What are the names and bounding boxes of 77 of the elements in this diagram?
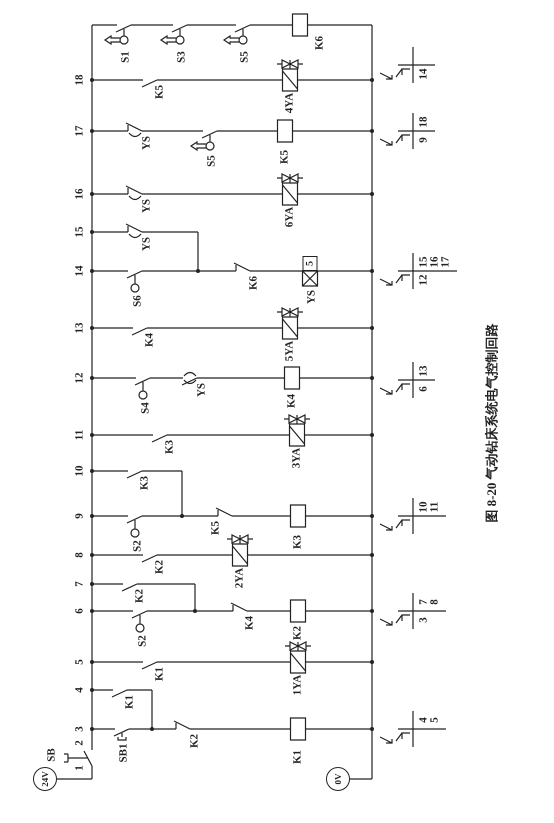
contact-number: 15 [418,256,430,268]
wire-number: 14 [74,266,86,276]
component-label: K5 [154,84,166,100]
component-label: K5 [280,150,290,164]
wire-number: 17 [74,126,86,136]
contact-number: 8 [430,599,440,605]
supply-terminal: 24V [33,767,57,791]
component-label: YS [142,236,152,252]
contact-number: 7 [418,599,430,605]
component-label: K1 [154,666,166,682]
figure-caption: 图 8-20 气动钻床系统电气控制回路 [483,323,500,523]
component-label: K2 [134,588,146,604]
component-label: 1YA [292,674,304,696]
component-label: 5YA [284,340,296,362]
contact-number: 9 [418,137,430,143]
component-label: SB1 [118,744,130,762]
wire-number: 4 [74,687,86,693]
wire-number: 12 [74,372,86,384]
component-label: K2 [190,734,200,748]
contact-number: 14 [418,68,430,80]
wire-number: 18 [74,74,86,86]
component-label: S2 [138,635,148,647]
contact-number: 17 [440,256,452,268]
contact-number: 3 [418,617,430,623]
wire-number: 1 [74,765,86,771]
component-label: 6YA [284,206,296,228]
component-label: K4 [244,616,256,630]
contact-number: 18 [418,116,430,128]
contact-number: 5 [430,717,440,723]
component-label: K4 [144,332,156,348]
wire-number: 10 [74,466,86,476]
component-label: K2 [292,626,304,640]
wire-number: 15 [74,226,86,238]
component-label: 3YA [292,448,302,468]
wire-number: 7 [74,581,86,587]
wire-number: 13 [74,322,86,334]
wire-number: 2 [74,740,86,746]
contact-number: 10 [418,502,430,512]
component-label: YS [142,136,152,150]
supply-terminal: 0V [326,767,350,791]
component-label: YS [196,382,208,398]
component-label: K2 [154,560,166,574]
component-label: K5 [210,520,222,536]
component-label: K3 [164,440,176,454]
component-label: K4 [286,394,298,408]
component-label: S5 [240,51,250,63]
wire-number: 6 [74,608,86,614]
component-label: S5 [206,155,218,167]
component-label: S3 [176,51,188,63]
wire-number: 11 [74,430,86,440]
component-label: S1 [120,51,132,63]
wire-number: 16 [74,188,86,200]
component-label: SB [46,748,58,762]
component-label: S2 [132,540,144,552]
component-label: 4YA [284,92,296,114]
contact-number: 11 [430,502,440,512]
wire-number: 8 [74,552,86,558]
component-label: K3 [140,476,150,490]
contact-number: 13 [418,366,430,376]
component-label: K6 [248,276,260,290]
component-label: YS [142,198,152,214]
component-label: S4 [140,402,152,414]
coil-number-box: 5 [302,256,318,271]
contact-number: 4 [418,717,430,723]
component-label: YS [306,290,318,304]
contact-number: 16 [430,256,440,268]
component-label: K6 [314,36,326,50]
component-label: K3 [292,534,304,550]
component-label: K1 [292,750,304,764]
component-label: K1 [124,694,136,710]
contact-number: 6 [418,386,430,392]
component-label: S6 [132,295,144,307]
wire-number: 5 [74,659,86,665]
component-label: 2YA [234,568,246,588]
contact-number: 12 [418,274,430,286]
wire-number: 3 [74,726,86,732]
wire-number: 9 [74,513,86,519]
